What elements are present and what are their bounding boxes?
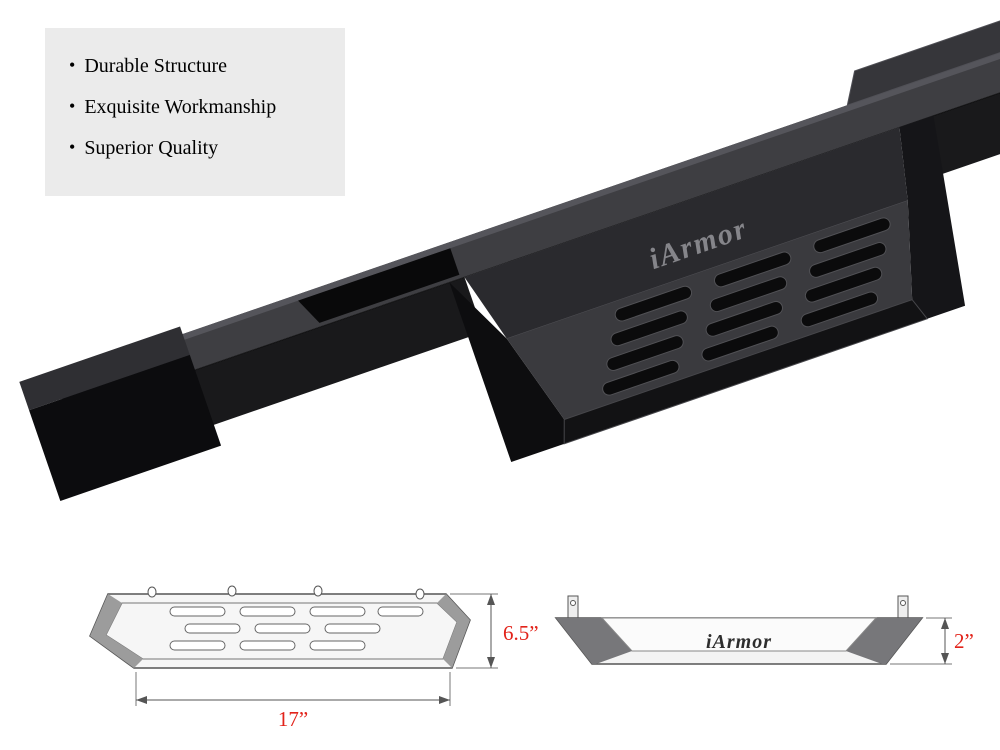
feature-item: • Exquisite Workmanship bbox=[69, 95, 333, 119]
step-slot bbox=[602, 359, 680, 396]
arrowhead bbox=[136, 696, 147, 704]
arrowhead bbox=[941, 618, 949, 629]
feature-text: Superior Quality bbox=[84, 137, 219, 159]
step-right-facet bbox=[899, 115, 966, 319]
bar-top-face bbox=[55, 32, 1000, 414]
feature-item: • Superior Quality bbox=[69, 136, 333, 160]
dimension-width: 17” bbox=[135, 672, 451, 731]
top-view-slot bbox=[324, 623, 381, 634]
height-dimension-label: 6.5” bbox=[503, 621, 539, 645]
section-right-bevel bbox=[846, 618, 922, 664]
step-slot bbox=[813, 217, 891, 254]
bar-front-face-right bbox=[899, 68, 1000, 183]
end-cap-front bbox=[29, 354, 222, 501]
top-view-slot bbox=[169, 606, 226, 617]
bar-channel-pocket bbox=[298, 248, 460, 323]
diagram-section-view: iArmor 2” bbox=[554, 595, 974, 665]
step-slot bbox=[709, 276, 788, 313]
top-view-right-bevel bbox=[437, 594, 470, 668]
top-view-slot bbox=[377, 606, 424, 617]
end-cap-top bbox=[19, 326, 190, 411]
step-slot bbox=[705, 300, 783, 337]
dimension-height: 6.5” bbox=[450, 593, 539, 669]
feature-callout-box: • Durable Structure • Exquisite Workmans… bbox=[45, 28, 345, 196]
tab-hole bbox=[900, 600, 906, 606]
top-view-slot bbox=[309, 640, 366, 651]
mount-hole bbox=[227, 585, 237, 597]
feature-item: • Durable Structure bbox=[69, 54, 333, 78]
mount-hole bbox=[147, 586, 157, 598]
side-step-bar: iArmor bbox=[19, 3, 1000, 501]
bullet-icon: • bbox=[69, 96, 76, 116]
width-dimension-label: 17” bbox=[278, 707, 308, 731]
top-view-slots bbox=[169, 606, 424, 651]
top-view-slot bbox=[169, 640, 226, 651]
section-left-bevel bbox=[556, 618, 632, 664]
bracket-tab-right bbox=[897, 595, 909, 621]
mount-hole bbox=[313, 585, 323, 597]
step-traction-slots bbox=[602, 217, 891, 396]
step-slot bbox=[713, 251, 792, 288]
feature-text: Exquisite Workmanship bbox=[84, 96, 277, 118]
step-left-facet bbox=[449, 282, 565, 463]
dimension-depth: 2” bbox=[890, 617, 974, 665]
arrowhead bbox=[941, 653, 949, 664]
step-front-lip bbox=[563, 299, 929, 445]
tab-hole bbox=[570, 600, 576, 606]
bracket-tab-left bbox=[567, 595, 579, 621]
step-slot bbox=[701, 325, 779, 362]
brand-logo-diagram: iArmor bbox=[706, 631, 772, 653]
arrowhead bbox=[439, 696, 450, 704]
step-slot bbox=[606, 335, 684, 371]
bullet-icon: • bbox=[69, 55, 76, 75]
step-slot bbox=[804, 266, 883, 303]
mount-hole bbox=[415, 588, 425, 600]
step-slot bbox=[614, 285, 693, 322]
step-slot bbox=[800, 291, 879, 328]
mounting-bracket bbox=[846, 3, 1000, 106]
section-tray bbox=[600, 617, 878, 652]
bar-front-face-left bbox=[180, 277, 484, 430]
top-view-mount-holes bbox=[147, 585, 425, 600]
step-slot bbox=[809, 242, 887, 278]
top-view-slot bbox=[309, 606, 366, 617]
step-slot bbox=[610, 310, 688, 347]
top-view-slot bbox=[254, 623, 311, 634]
top-view-slot bbox=[239, 606, 296, 617]
top-view-slot bbox=[184, 623, 241, 634]
step-back-wall bbox=[464, 127, 908, 339]
arrowhead bbox=[487, 657, 495, 668]
top-view-left-bevel bbox=[90, 594, 143, 668]
arrowhead bbox=[487, 594, 495, 605]
feature-text: Durable Structure bbox=[84, 55, 228, 77]
bar-top-highlight bbox=[55, 32, 1000, 384]
top-view-slot bbox=[239, 640, 296, 651]
depth-dimension-label: 2” bbox=[954, 629, 974, 653]
bullet-icon: • bbox=[69, 137, 76, 157]
diagram-top-view: 17” 6.5” bbox=[89, 585, 539, 731]
